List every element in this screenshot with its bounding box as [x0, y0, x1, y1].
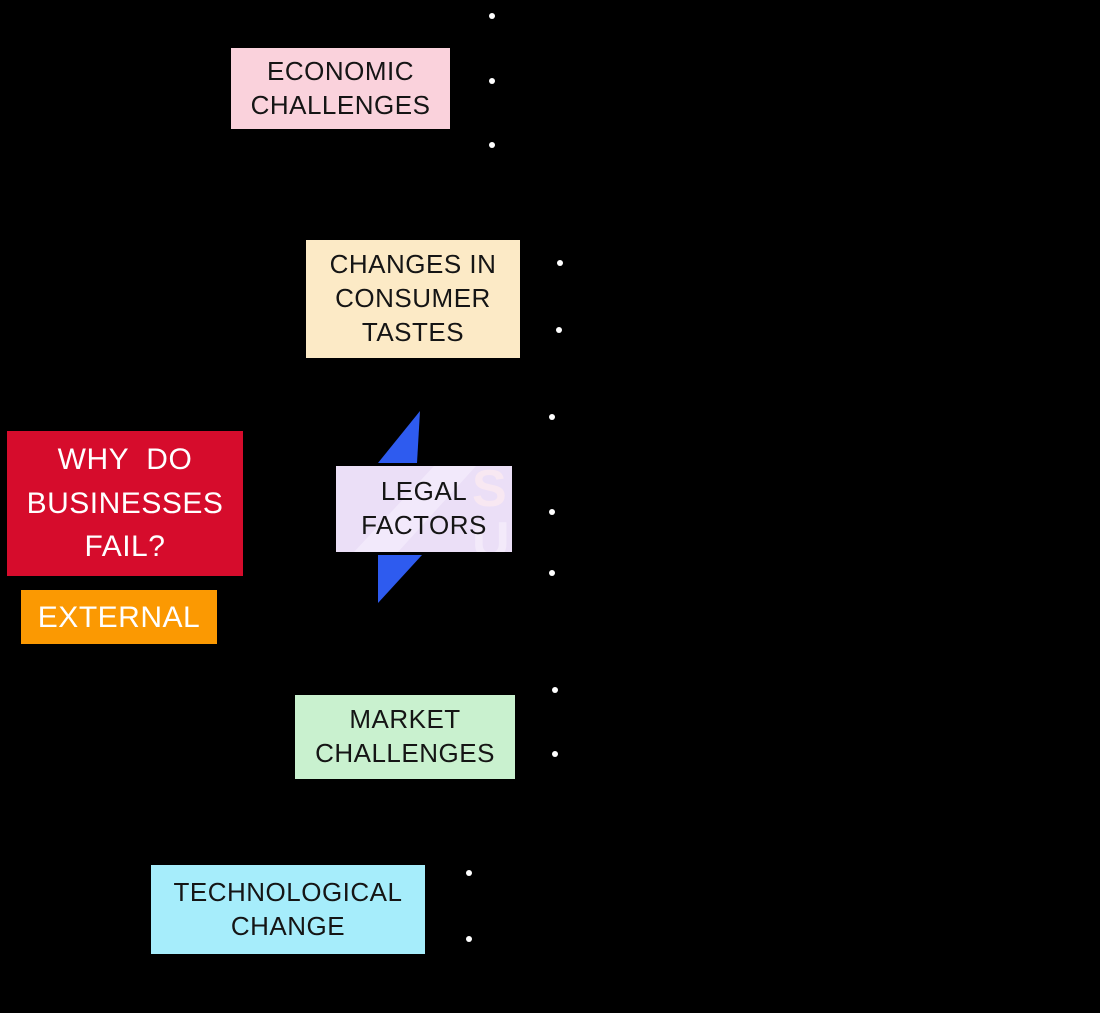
- external-category-box: EXTERNAL: [21, 590, 217, 644]
- bullet-dot: [552, 687, 558, 693]
- bullet-dot: [489, 78, 495, 84]
- lightning-bolt-icon: [378, 411, 422, 603]
- external-category-label: EXTERNAL: [37, 600, 201, 634]
- technological-change-label: TECHNOLOGICAL CHANGE: [173, 876, 403, 941]
- bullet-dot: [557, 260, 563, 266]
- consumer-tastes-box: CHANGES IN CONSUMER TASTES: [303, 237, 523, 361]
- bullet-dot: [489, 13, 495, 19]
- question-label: WHY DO BUSINESSES FAIL?: [26, 443, 224, 564]
- legal-factors-label: LEGAL FACTORS: [361, 476, 487, 540]
- bullet-dot: [549, 509, 555, 515]
- bullet-dot: [466, 936, 472, 942]
- bullet-dot: [549, 570, 555, 576]
- consumer-tastes-label: CHANGES IN CONSUMER TASTES: [329, 249, 497, 347]
- market-challenges-label: MARKET CHALLENGES: [315, 704, 495, 768]
- market-challenges-box: MARKET CHALLENGES: [292, 692, 518, 782]
- technological-change-box: TECHNOLOGICAL CHANGE: [148, 862, 428, 957]
- bullet-dot: [556, 327, 562, 333]
- bullet-dot: [549, 414, 555, 420]
- bullet-dot: [552, 751, 558, 757]
- economic-challenges-box: ECONOMIC CHALLENGES: [228, 45, 453, 132]
- question-box: WHY DO BUSINESSES FAIL?: [7, 431, 243, 576]
- economic-challenges-label: ECONOMIC CHALLENGES: [250, 55, 431, 120]
- legal-factors-box: S U LEGAL FACTORS: [333, 463, 515, 555]
- bullet-dot: [466, 870, 472, 876]
- bullet-dot: [489, 142, 495, 148]
